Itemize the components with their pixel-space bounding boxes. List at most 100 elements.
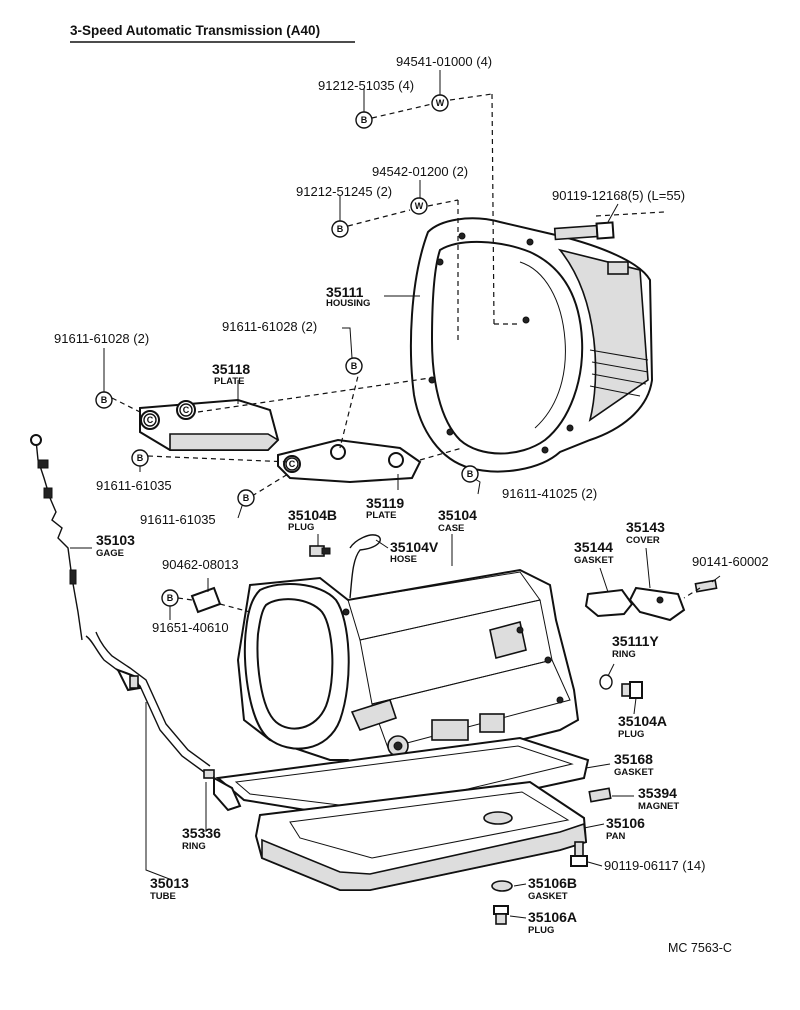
cover-hole [656, 596, 664, 604]
callout-35103-number: 35103 [96, 532, 135, 548]
callout-35394-number: 35394 [638, 785, 677, 801]
callout-35104a-name: PLUG [618, 729, 644, 740]
callout-35106a-number: 35106A [528, 909, 577, 925]
bolt-symbol-3: B [95, 391, 113, 409]
callout-35118-number: 35118 [212, 361, 250, 377]
diagram-code: MC 7563-C [668, 941, 732, 955]
bolt-symbol-1: B [355, 111, 373, 129]
plate-35119-drawing [277, 438, 422, 484]
plug-35104b-drawing [309, 545, 331, 557]
callout-35111-number: 35111 [326, 284, 364, 300]
svg-text:C: C [289, 459, 296, 469]
svg-text:W: W [436, 98, 445, 108]
callout-91611-61028-right: 91611-61028 (2) [222, 319, 317, 334]
svg-text:W: W [415, 201, 424, 211]
svg-text:B: B [361, 115, 368, 125]
bolt-symbol-7: B [461, 465, 479, 483]
callout-90119-06117: 90119-06117 (14) [604, 858, 705, 873]
assembly-lines [111, 93, 701, 613]
washer-symbol-2: W [410, 197, 428, 215]
housing-bolt-drawing [553, 221, 615, 241]
callout-91651-40610: 91651-40610 [152, 620, 229, 635]
callout-91611-61028-left: 91611-61028 (2) [54, 331, 149, 346]
washer-symbol-1: W [431, 94, 449, 112]
callout-35119-name: PLATE [366, 510, 396, 521]
dipstick-drawing [30, 434, 83, 641]
svg-text:B: B [243, 493, 250, 503]
callout-35104v-number: 35104V [390, 539, 439, 555]
svg-text:B: B [101, 395, 108, 405]
callout-94541-01000: 94541-01000 (4) [396, 54, 492, 69]
callout-35144-name: GASKET [574, 555, 614, 566]
callout-35168-number: 35168 [614, 751, 653, 767]
callout-90462-08013: 90462-08013 [162, 557, 239, 572]
plate-35118-drawing [139, 398, 280, 451]
callout-91212-51245: 91212-51245 (2) [296, 184, 392, 199]
callout-91611-61035-left: 91611-61035 [96, 478, 172, 493]
callout-35013-name: TUBE [150, 891, 176, 902]
svg-text:C: C [147, 415, 154, 425]
callout-35119-number: 35119 [366, 495, 404, 511]
svg-text:B: B [137, 453, 144, 463]
cover-gasket-drawing [584, 588, 634, 618]
callout-35111y-name: RING [612, 649, 636, 660]
svg-text:B: B [337, 224, 344, 234]
callout-35106-number: 35106 [606, 815, 645, 831]
callout-35104v-name: HOSE [390, 554, 417, 565]
callout-94542-01200: 94542-01200 (2) [372, 164, 468, 179]
callout-35104b-name: PLUG [288, 522, 314, 533]
callout-35144-number: 35144 [574, 539, 613, 555]
cover-bolt-drawing [694, 579, 718, 593]
cover-drawing [628, 586, 686, 622]
clip-symbol-1: C [143, 413, 157, 427]
drain-plug-drawing [493, 905, 509, 925]
bolt-symbol-2: B [331, 220, 349, 238]
callout-35106b-name: GASKET [528, 891, 568, 902]
callout-35143-number: 35143 [626, 519, 665, 535]
clip-drawing [190, 586, 222, 614]
pan-bolt-drawing [570, 841, 588, 867]
callout-35111y-number: 35111Y [612, 633, 659, 649]
callout-90141-60002: 90141-60002 [692, 554, 769, 569]
oil-pan-drawing [254, 780, 588, 891]
callout-35013-number: 35013 [150, 875, 189, 891]
bell-housing-drawing [409, 217, 654, 473]
bolt-symbol-5: B [131, 449, 149, 467]
callout-35104-number: 35104 [438, 507, 477, 523]
callout-90119-12168: 90119-12168(5) (L=55) [552, 188, 685, 203]
callout-91611-41025: 91611-41025 (2) [502, 486, 597, 501]
transmission-case-drawing [236, 568, 580, 774]
callout-35106a-name: PLUG [528, 925, 554, 936]
svg-text:C: C [183, 405, 190, 415]
svg-text:B: B [467, 469, 474, 479]
magnet-drawing [588, 787, 612, 803]
plug-35104a-drawing [621, 681, 643, 699]
callout-91212-51035: 91212-51035 (4) [318, 78, 414, 93]
callout-35104b-number: 35104B [288, 507, 337, 523]
callout-91611-61035-right: 91611-61035 [140, 512, 216, 527]
callout-35143-name: COVER [626, 535, 660, 546]
callout-35104a-number: 35104A [618, 713, 667, 729]
diagram-title: 3-Speed Automatic Transmission (A40) [70, 23, 320, 38]
leader-lines [70, 70, 721, 919]
callout-35111-name: HOUSING [326, 298, 370, 309]
callout-35394-name: MAGNET [638, 801, 679, 812]
svg-text:B: B [167, 593, 174, 603]
callout-35336-name: RING [182, 841, 206, 852]
callout-35103-name: GAGE [96, 548, 124, 559]
clip-symbol-3: C [285, 457, 299, 471]
svg-text:B: B [351, 361, 358, 371]
callout-35336-number: 35336 [182, 825, 221, 841]
filler-tube-drawing [85, 631, 242, 812]
o-ring-drawing [599, 674, 613, 690]
callout-35106-name: PAN [606, 831, 625, 842]
callout-35104-name: CASE [438, 523, 464, 534]
callout-35168-name: GASKET [614, 767, 654, 778]
gasket-inner-edge [234, 745, 574, 811]
bolt-symbol-8: B [161, 589, 179, 607]
callout-35118-name: PLATE [214, 376, 244, 387]
bolt-symbol-4: B [345, 357, 363, 375]
bolt-symbol-6: B [237, 489, 255, 507]
